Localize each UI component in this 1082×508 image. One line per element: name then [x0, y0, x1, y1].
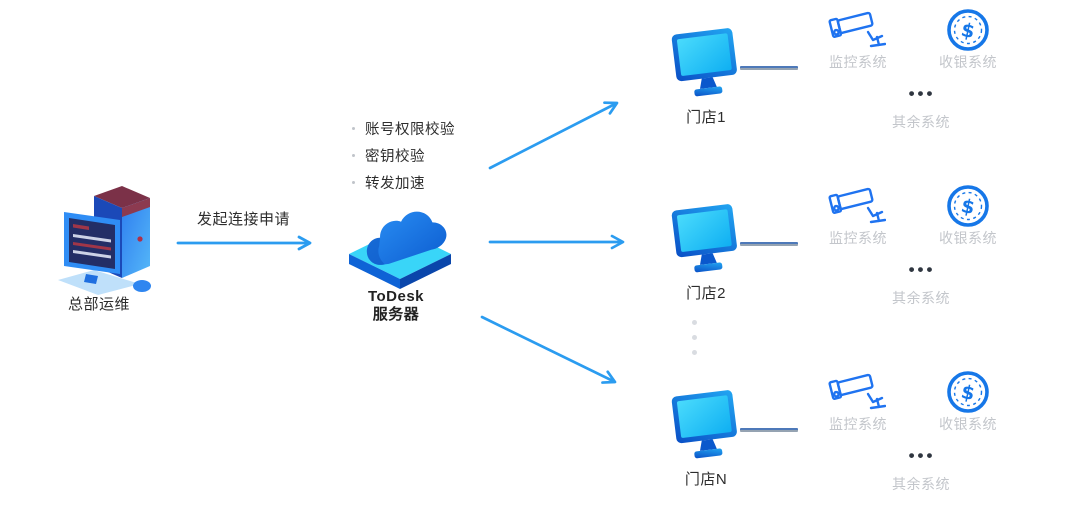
dollar-coin-icon: $: [947, 9, 989, 51]
bullet-dot-icon: [352, 181, 355, 184]
feature-label: 转发加速: [365, 176, 425, 192]
svg-text:$: $: [959, 381, 977, 405]
feature-item: 账号权限校验: [352, 118, 455, 139]
store-monitor-icon: [671, 28, 737, 97]
store-label: 门店2: [686, 285, 726, 302]
feature-item: 转发加速: [352, 172, 455, 193]
monitoring-system-label: 监控系统: [829, 416, 887, 432]
horizontal-ellipsis-icon: •••: [908, 84, 936, 103]
connector-line: [740, 428, 798, 432]
cloud-server-icon: [349, 211, 451, 289]
monitoring-system-label: 监控系统: [829, 230, 887, 246]
dollar-coin-icon: $: [947, 185, 989, 227]
store-monitor-icon: [671, 204, 737, 273]
other-systems-label: 其余系统: [892, 114, 950, 130]
fanout-arrows-icon: [480, 101, 625, 384]
dollar-coin-icon: $: [947, 371, 989, 413]
feature-label: 密钥校验: [365, 149, 425, 165]
svg-text:$: $: [959, 195, 977, 219]
store-row: 门店N 监控系统 $ 收银系统 ••• 其余系统: [658, 362, 1082, 508]
store-label: 门店N: [684, 471, 728, 488]
arrow-right-icon: [176, 235, 312, 251]
server-name-line1: ToDesk: [367, 288, 425, 305]
feature-item: 密钥校验: [352, 145, 455, 166]
feature-label: 账号权限校验: [365, 122, 455, 138]
hq-label: 总部运维: [67, 296, 130, 313]
horizontal-ellipsis-icon: •••: [908, 260, 936, 279]
store-label: 门店1: [686, 109, 726, 126]
cashier-system-label: 收银系统: [939, 416, 997, 432]
bullet-dot-icon: [352, 154, 355, 157]
bullet-dot-icon: [352, 127, 355, 130]
other-systems-label: 其余系统: [892, 290, 950, 306]
server-name-line2: 服务器: [372, 306, 420, 323]
store-row: 门店1 监控系统 $ 收银系统 ••• 其余系统: [658, 0, 1082, 148]
horizontal-ellipsis-icon: •••: [908, 446, 936, 465]
cashier-system-label: 收银系统: [939, 230, 997, 246]
desktop-computer-icon: [58, 186, 151, 295]
cashier-system-label: 收银系统: [939, 54, 997, 70]
cctv-camera-icon: [828, 187, 886, 224]
request-label: 发起连接申请: [196, 211, 290, 228]
connector-line: [740, 242, 798, 246]
store-monitor-icon: [671, 390, 737, 459]
svg-text:$: $: [959, 19, 977, 43]
server-feature-list: 账号权限校验 密钥校验 转发加速: [352, 118, 455, 193]
vertical-ellipsis-icon: [692, 320, 697, 355]
store-row: 门店2 监控系统 $ 收银系统 ••• 其余系统: [658, 176, 1082, 324]
connector-line: [740, 66, 798, 70]
server-name: ToDesk 服务器: [344, 288, 448, 324]
cctv-camera-icon: [828, 11, 886, 48]
cctv-camera-icon: [828, 373, 886, 410]
monitoring-system-label: 监控系统: [829, 54, 887, 70]
other-systems-label: 其余系统: [892, 476, 950, 492]
